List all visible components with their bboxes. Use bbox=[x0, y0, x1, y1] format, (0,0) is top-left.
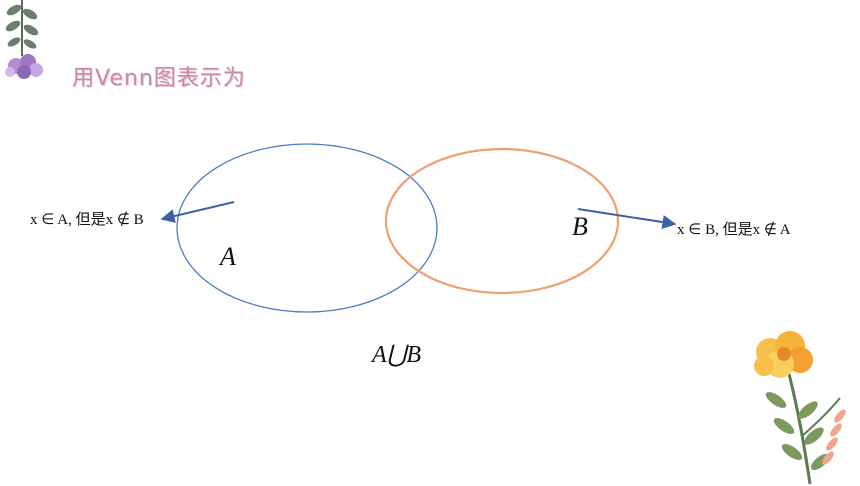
set-b-label: B bbox=[572, 212, 588, 241]
slide-title: 用Venn图表示为 bbox=[72, 66, 246, 91]
yellow-flower-icon bbox=[754, 331, 846, 485]
arrow-right bbox=[577, 208, 677, 229]
leaf-flower-icon bbox=[5, 0, 43, 79]
arrow-left bbox=[160, 201, 235, 223]
circle-b bbox=[384, 147, 620, 295]
set-a-label: A bbox=[220, 242, 236, 271]
left-note: x ∈ A, 但是x ∉ B bbox=[30, 212, 144, 228]
circle-a bbox=[176, 143, 438, 313]
right-note: x ∈ B, 但是x ∉ A bbox=[677, 222, 791, 238]
union-label: A⋃B bbox=[372, 342, 422, 368]
